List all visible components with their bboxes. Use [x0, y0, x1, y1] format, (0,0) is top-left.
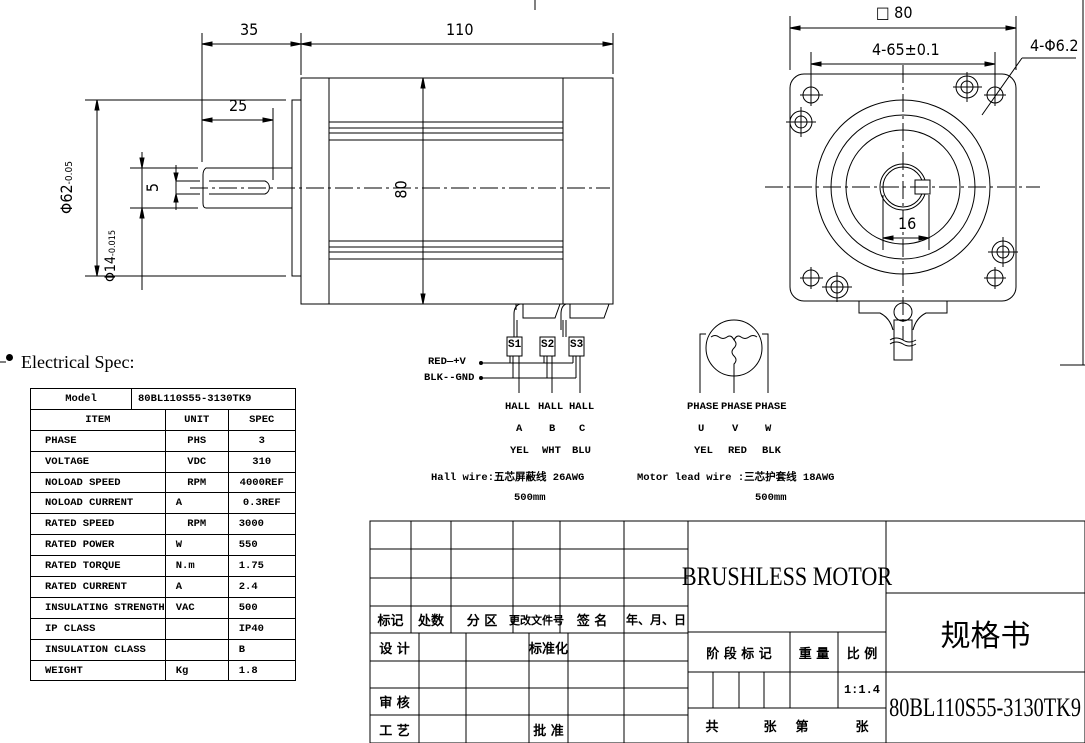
- dim-key-width: 5: [143, 182, 163, 193]
- power-ground-label: BLK--GND: [424, 372, 475, 384]
- motor-body-outline: [300, 77, 614, 305]
- sheets-total-label: 共: [705, 720, 719, 735]
- rev-header-count: 处数: [417, 614, 444, 629]
- header-spec: SPEC: [227, 408, 296, 431]
- phase-v: V: [732, 423, 739, 435]
- motor-phase-diagram: [699, 319, 769, 393]
- sensor-s2: S2: [541, 339, 555, 351]
- hall-channel-c: C: [579, 423, 586, 435]
- scale-label: 比 例: [846, 646, 878, 662]
- phase-label-w: PHASE: [755, 401, 787, 413]
- dim-shaft-key-height: 16: [898, 214, 917, 233]
- hall-label-b: HALL: [538, 401, 564, 413]
- dim-key-length: 25: [229, 96, 248, 115]
- review-label: 审 核: [379, 696, 410, 711]
- phase-u: U: [698, 423, 705, 435]
- motor-wire-description: Motor lead wire :三芯护套线 18AWG: [637, 472, 835, 484]
- approve-label: 批 准: [533, 723, 564, 739]
- table-header-row: ITEM UNIT SPEC: [30, 408, 296, 431]
- scale-value: 1:1.4: [843, 683, 880, 697]
- phase-label-u: PHASE: [687, 401, 719, 413]
- phase-w: W: [765, 423, 772, 435]
- title-block-grid: [369, 520, 1085, 743]
- standardize-label: 标准化: [529, 641, 569, 657]
- dim-bolt-pitch: 4-65±0.1: [872, 40, 940, 59]
- dim-body-height: 80: [391, 180, 411, 199]
- rev-header-date: 年、月、日: [625, 613, 686, 627]
- dim-body-length: 110: [446, 20, 474, 39]
- dim-pilot-diameter: Φ62-0.05: [56, 161, 76, 214]
- product-name: BRUSHLESS MOTOR: [681, 561, 893, 591]
- phase-color-u: YEL: [694, 445, 713, 457]
- rev-header-zone: 分 区: [466, 614, 498, 629]
- process-label: 工 艺: [379, 723, 410, 739]
- document-type: 规格书: [940, 618, 1031, 654]
- phase-label-v: PHASE: [721, 401, 753, 413]
- bolt-holes: [786, 72, 1018, 302]
- hall-label-c: HALL: [569, 401, 595, 413]
- hall-channel-a: A: [516, 423, 523, 435]
- hall-color-c: BLU: [572, 445, 591, 457]
- header-unit: UNIT: [164, 408, 229, 431]
- hall-wiring-diagram: [479, 320, 585, 393]
- header-item: ITEM: [30, 408, 166, 431]
- hall-wire-length: 500mm: [514, 492, 546, 504]
- rev-header-doc-no: 更改文件号: [509, 613, 564, 627]
- hall-channel-b: B: [549, 423, 556, 435]
- phase-color-v: RED: [728, 445, 747, 457]
- dim-shaft-diameter: Φ14-0.015: [103, 229, 120, 283]
- sheet-no-label: 第: [795, 720, 809, 735]
- hall-color-b: WHT: [542, 445, 561, 457]
- table-row-model: Model 80BL110S55-3130TK9: [30, 388, 296, 410]
- bullet-icon: [6, 354, 13, 361]
- sheet-unit2-label: 张: [855, 720, 869, 735]
- design-label: 设 计: [379, 641, 410, 657]
- rev-header-signature: 签 名: [576, 614, 608, 629]
- power-positive-label: RED—+V: [428, 356, 466, 368]
- dim-flange-square: □ 80: [876, 3, 913, 22]
- model-label: Model: [30, 388, 132, 410]
- sensor-s3: S3: [570, 339, 584, 351]
- electrical-spec-title: Electrical Spec:: [6, 352, 134, 373]
- weight-label: 重 量: [798, 646, 830, 662]
- motor-wire-length: 500mm: [755, 492, 787, 504]
- phase-color-w: BLK: [762, 445, 781, 457]
- model-value: 80BL110S55-3130TK9: [131, 388, 296, 410]
- sheet-unit-label: 张: [763, 720, 777, 735]
- hall-color-a: YEL: [510, 445, 529, 457]
- hall-label-a: HALL: [505, 401, 531, 413]
- rev-header-mark: 标记: [377, 614, 404, 629]
- stage-mark-label: 阶 段 标 记: [706, 646, 772, 662]
- electrical-spec-table: Model 80BL110S55-3130TK9 ITEM UNIT SPEC …: [30, 388, 296, 682]
- sensor-s1: S1: [508, 339, 522, 351]
- dim-bolt-holes: 4-Φ6.2: [1030, 36, 1079, 55]
- dim-shaft-extension: 35: [240, 20, 259, 39]
- hall-wire-description: Hall wire:五芯屏蔽线 26AWG: [431, 472, 585, 484]
- model-number: 80BL110S55-3130TK9: [889, 692, 1082, 722]
